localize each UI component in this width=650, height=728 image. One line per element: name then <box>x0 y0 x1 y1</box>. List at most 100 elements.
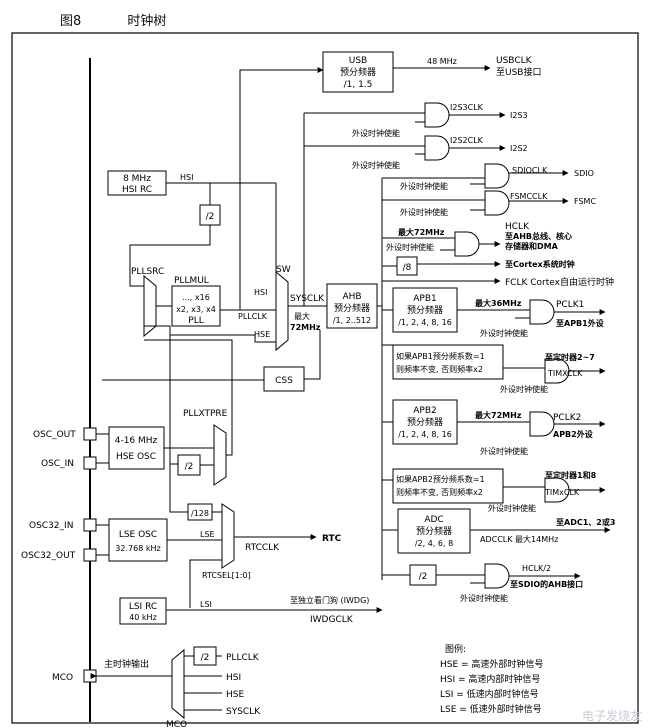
apb1-timer-1: 如果APB1预分频系数=1 <box>396 351 485 361</box>
hse-to-pllsrc <box>144 325 171 448</box>
watermark: 电子发烧友 <box>581 709 642 723</box>
hse-to-div128 <box>169 448 188 513</box>
apb1-label-1: APB1 <box>413 294 436 304</box>
fsmcclk-label: FSMCCLK <box>510 192 548 201</box>
rtc-label: RTC <box>322 534 342 544</box>
css-to-ahb <box>304 330 321 380</box>
usb-label-2: 预分频器 <box>340 66 376 78</box>
fsmc-and-gate <box>484 190 510 216</box>
figure-header: 图8 时钟树 <box>60 10 208 29</box>
mco-input-sysclk: SYSCLK <box>226 707 261 717</box>
hsi-rc-label-2: HSI RC <box>122 185 152 195</box>
hsi-rc-label-1: 8 MHz <box>123 174 151 184</box>
hclk-div2-label: /2 <box>419 572 428 582</box>
sdio-label: SDIO <box>574 169 594 178</box>
hse-osc-block <box>108 426 165 470</box>
bus-to-hclk-div2 <box>381 574 410 580</box>
pclk2-label: PCLK2 <box>553 413 581 423</box>
iwdgclk-label: IWDGCLK <box>310 615 354 625</box>
pll-block <box>171 285 221 327</box>
mco-mux <box>171 648 185 720</box>
adc-label-2: 预分频器 <box>416 525 452 537</box>
hsi-wire-label: HSI <box>180 173 193 182</box>
hclk-en-label: 外设时钟使能 <box>386 242 434 252</box>
sdioclk-label: SDIOCLK <box>512 166 548 175</box>
ahb-label-1: AHB <box>342 292 361 302</box>
ahb-label-3: /1, 2..512 <box>333 316 371 325</box>
div8-label: /8 <box>403 263 412 273</box>
lsi-wire-label: LSI <box>200 600 212 609</box>
css-block <box>263 366 305 392</box>
apb2-max: 最大72MHz <box>475 410 522 420</box>
tim18-and-gate <box>544 477 570 503</box>
sdio-and-gate <box>484 163 510 189</box>
pclk1-en-label: 外设时钟使能 <box>480 328 528 338</box>
sw-hsi-label: HSI <box>254 288 267 297</box>
usb-freq: 48 MHz <box>427 57 457 66</box>
sw-hse-label: HSE <box>254 330 270 339</box>
osc32-in-label: OSC32_IN <box>29 521 73 531</box>
pclk2-en-label: 外设时钟使能 <box>480 446 528 456</box>
pllxtpre-mux <box>213 424 227 486</box>
iwdg-dest: 至独立看门狗 (IWDG) <box>290 595 369 605</box>
apb2-timer-block <box>392 468 504 504</box>
hsi-div2-label: /2 <box>206 212 215 222</box>
adcclk-label: ADCCLK 最大14MHz <box>480 534 558 544</box>
hclk2-en-label: 外设时钟使能 <box>460 593 508 603</box>
i2s3clk-label: I2S3CLK <box>450 103 484 112</box>
lse-osc-block <box>108 518 168 562</box>
osc-in-label: OSC_IN <box>41 459 74 469</box>
hclk-max-label: 最大72MHz <box>398 227 445 237</box>
mco-input-hse: HSE <box>226 690 244 700</box>
osc32-out-pin <box>83 548 97 562</box>
adc-label-3: /2, 4, 6, 8 <box>415 539 453 548</box>
apb2-label-1: APB2 <box>413 406 436 416</box>
fsmc-en-label: 外设时钟使能 <box>400 207 448 217</box>
usbclk-label: USBCLK <box>496 56 533 66</box>
adc-prescaler-block <box>397 508 471 554</box>
pclk1-label: PCLK1 <box>556 300 584 310</box>
lsi-to-rtcsel <box>189 559 222 608</box>
timx-label: TIMXCLK <box>547 369 583 378</box>
hsi-div2-to-pllsrc <box>129 225 211 287</box>
apb2-label-2: 预分频器 <box>407 416 443 428</box>
lsi-rc-label-2: 40 kHz <box>129 613 157 622</box>
sw-label: SW <box>276 265 291 275</box>
css-label: CSS <box>275 376 293 386</box>
legend-item-hse: HSE = 高速外部时钟信号 <box>440 658 543 670</box>
osc-out-pin <box>83 427 97 441</box>
i2s2clk-label: I2S2CLK <box>450 136 484 145</box>
fclk-label: FCLK Cortex自由运行时钟 <box>505 276 614 288</box>
osc-in-pin <box>83 456 97 470</box>
sw-mux <box>275 270 289 352</box>
legend-item-lsi: LSI = 低速内部时钟信号 <box>440 688 539 700</box>
apb2-timer-2: 则频率不变, 否则频率x2 <box>396 487 483 497</box>
pllxtpre-div2-label: /2 <box>185 462 194 472</box>
pllsrc-mux <box>143 274 157 338</box>
apb2-prescaler-block <box>392 399 458 445</box>
apb1-max: 最大36MHz <box>475 298 522 308</box>
hse-osc-label-2: HSE OSC <box>116 452 156 462</box>
sys-max-1: 最大 <box>294 311 310 321</box>
legend-item-hsi: HSI = 高速内部时钟信号 <box>440 673 540 685</box>
rtcclk-label: RTCCLK <box>245 543 280 553</box>
tim18-en-label: 外设时钟使能 <box>488 503 536 513</box>
sdio-ahb-and-gate <box>484 563 510 589</box>
pll-label-3: PLL <box>188 316 203 326</box>
i2s2-label: I2S2 <box>510 144 528 153</box>
hclk-dest-2: 存储器和DMA <box>504 241 559 251</box>
rtcsel-label: RTCSEL[1:0] <box>202 571 251 580</box>
pllsrc-label: PLLSRC <box>131 267 164 277</box>
apb1-label-2: 预分频器 <box>407 304 443 316</box>
pclk1-dest: 至APB1外设 <box>556 318 604 328</box>
legend-item-lse: LSE = 低速外部时钟信号 <box>440 703 542 715</box>
apb1-timer-block <box>392 344 504 380</box>
mco-input-pllclk: PLLCLK <box>226 653 260 663</box>
osc-out-label: OSC_OUT <box>33 430 76 440</box>
apb2-label-3: /1, 2, 4, 8, 16 <box>398 430 452 439</box>
figure-title: 时钟树 <box>127 14 167 29</box>
sys-max-2: 72MHz <box>290 323 321 332</box>
i2s2-and-gate <box>424 135 450 161</box>
timx-en-label: 外设时钟使能 <box>500 384 548 394</box>
